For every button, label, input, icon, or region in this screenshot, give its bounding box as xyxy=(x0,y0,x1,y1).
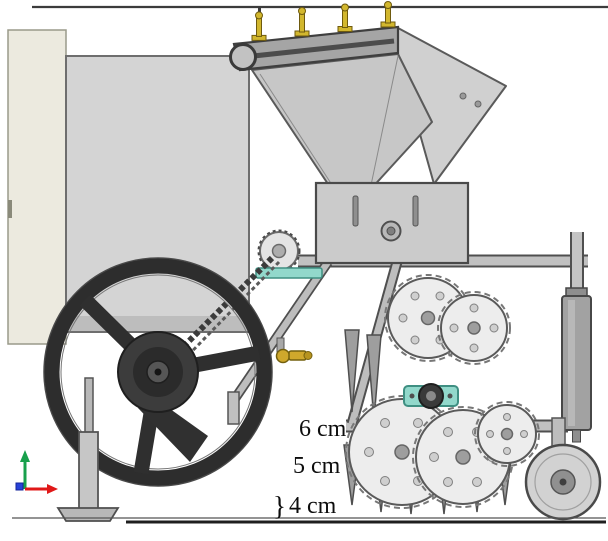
spike-disc-cluster-lower xyxy=(345,395,540,509)
brace-glyph: } xyxy=(273,491,286,521)
metering-slot xyxy=(412,195,419,227)
spike-disc xyxy=(474,401,540,467)
dimension-label-6cm: 6 cm xyxy=(299,416,347,442)
metering-slot xyxy=(352,195,359,227)
dimension-value: 6 cm xyxy=(299,416,347,442)
elevator-conveyor xyxy=(229,1,507,191)
conveyor-pulley xyxy=(229,43,257,71)
chute-bolt xyxy=(459,92,467,100)
axis-z-marker xyxy=(15,482,24,491)
finger-bracket xyxy=(294,7,310,37)
rear-roller-wheel xyxy=(524,417,602,521)
dimension-label-4cm: } 4 cm xyxy=(273,491,337,521)
spike-disc xyxy=(437,291,511,365)
finger-bracket xyxy=(380,1,396,28)
top-rail xyxy=(32,5,608,14)
wheel-hub xyxy=(117,331,199,413)
ground-wheel xyxy=(43,257,273,487)
jack-foot xyxy=(56,507,120,522)
conveyor-finger-brackets xyxy=(251,1,396,41)
hydraulic-cylinder xyxy=(561,287,592,443)
bearing-strip xyxy=(255,267,323,279)
finger-bracket xyxy=(337,3,353,32)
dimension-value: 4 cm xyxy=(288,492,337,519)
spike-disc-cluster-upper xyxy=(384,274,511,365)
chute-bolt xyxy=(474,100,482,108)
wheel-tire xyxy=(44,258,272,486)
brass-valve xyxy=(275,337,313,364)
dimension-label-5cm: 5 cm xyxy=(293,453,341,479)
side-panel xyxy=(7,29,67,345)
finger-bracket xyxy=(251,11,267,41)
ground-line xyxy=(12,517,606,524)
pillow-block-bearing xyxy=(403,383,459,409)
frame-front-brace xyxy=(227,259,333,425)
wheel-outer-rim xyxy=(43,257,273,487)
soil-spike xyxy=(366,334,382,421)
dimension-value: 5 cm xyxy=(293,453,341,479)
metering-box xyxy=(314,181,470,265)
origin-triad-icon xyxy=(15,450,58,494)
soil-spike xyxy=(344,329,360,413)
feed-funnel xyxy=(251,53,433,191)
jack-stand xyxy=(56,377,120,522)
